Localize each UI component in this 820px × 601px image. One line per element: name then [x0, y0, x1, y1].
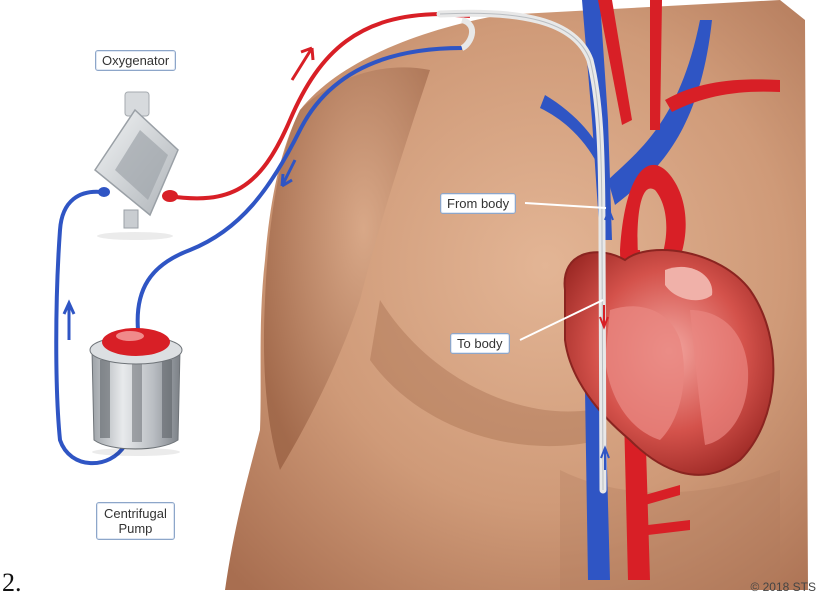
oxygenator-outlet — [124, 210, 138, 228]
left-carotid-artery — [650, 0, 662, 130]
oxygenator-device — [95, 92, 178, 240]
from-body-label: From body — [440, 193, 516, 214]
oxygenator-label: Oxygenator — [95, 50, 176, 71]
flow-arrow-up-icon — [64, 303, 74, 340]
to-body-label: To body — [450, 333, 510, 354]
pump-shadow — [92, 448, 180, 456]
flow-arrow-up-icon — [292, 48, 313, 80]
pump-fin-2 — [132, 362, 142, 442]
oxygenator-shadow — [97, 232, 173, 240]
pump-fin-3 — [162, 360, 172, 438]
centrifugal-pump-label: Centrifugal Pump — [96, 502, 175, 540]
pump-head-highlight — [116, 331, 144, 341]
pump-fin-1 — [100, 360, 110, 438]
oxygenator-red-port — [162, 190, 178, 202]
oxygenator-blue-port — [98, 187, 110, 197]
copyright-notice: © 2018 STS — [750, 580, 816, 594]
pump-device — [90, 328, 182, 456]
figure-number: 2. — [2, 568, 22, 598]
